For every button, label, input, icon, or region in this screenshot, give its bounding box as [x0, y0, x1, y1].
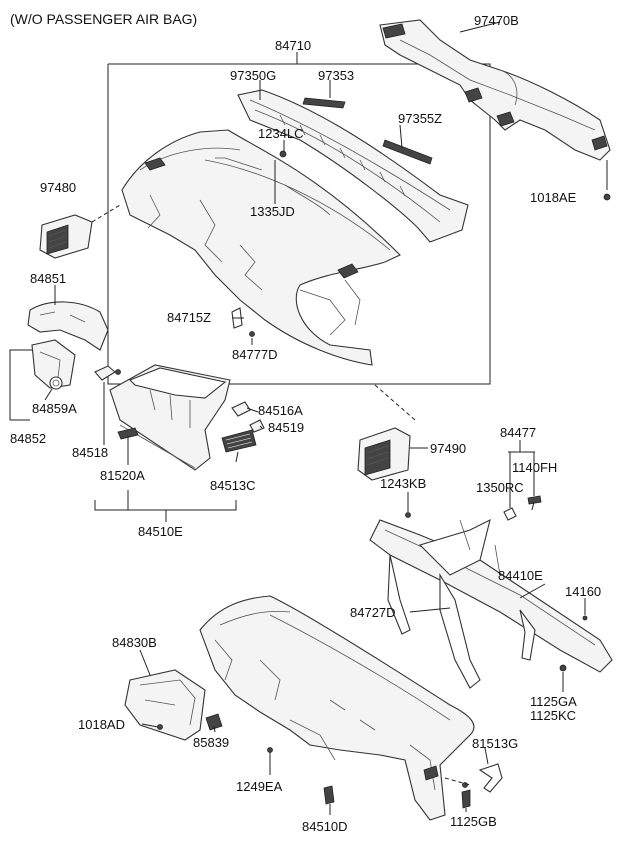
diagram-title: (W/O PASSENGER AIR BAG): [10, 11, 197, 27]
label-81520A: 81520A: [100, 468, 145, 483]
lower-panel-84830B[interactable]: [124, 669, 206, 741]
screw-1234LC[interactable]: [279, 150, 287, 158]
label-84516A: 84516A: [258, 403, 303, 418]
glove-box-pad-84519[interactable]: [249, 419, 265, 433]
label-1125KC: 1125KC: [530, 708, 576, 723]
label-97355Z: 97355Z: [398, 111, 442, 126]
label-1140FH: 1140FH: [512, 460, 557, 475]
label-1125GB: 1125GB: [450, 814, 497, 829]
bracket-85839[interactable]: [205, 713, 223, 731]
lower-cover-84851[interactable]: [27, 301, 109, 351]
glove-box-striker-84516A[interactable]: [231, 401, 251, 417]
label-84519: 84519: [268, 420, 304, 435]
label-84710: 84710: [275, 38, 311, 53]
label-84715Z: 84715Z: [167, 310, 211, 325]
glove-box-label-84513C[interactable]: [221, 429, 257, 453]
label-84727D: 84727D: [350, 605, 396, 620]
label-1350RC: 1350RC: [476, 480, 524, 495]
label-1125GA: 1125GA: [530, 694, 577, 709]
label-84852: 84852: [10, 431, 46, 446]
label-84859A: 84859A: [32, 401, 77, 416]
hood-release-81513G[interactable]: [461, 763, 503, 809]
label-97480: 97480: [40, 180, 76, 195]
clip-84510D[interactable]: [323, 785, 335, 805]
glove-box[interactable]: [109, 364, 231, 471]
cowl-cross-bar[interactable]: [369, 512, 613, 689]
label-85839: 85839: [193, 735, 229, 750]
side-air-duct[interactable]: [379, 19, 611, 161]
side-air-vent-left[interactable]: [39, 214, 93, 259]
label-81513G: 81513G: [472, 736, 518, 751]
bracket-84852[interactable]: [31, 339, 76, 390]
screw-1249EA[interactable]: [267, 747, 273, 763]
upper-assembly-frame: [107, 52, 491, 385]
label-1335JD: 1335JD: [250, 204, 295, 219]
clip-84518[interactable]: [94, 365, 121, 381]
label-84510E: 84510E: [138, 524, 183, 539]
label-84851: 84851: [30, 271, 66, 286]
part-labels: 84710 97470B 97350G 97353 97355Z 1234LC …: [10, 13, 601, 834]
label-84777D: 84777D: [232, 347, 278, 362]
leader-lines: [9, 21, 608, 815]
center-air-vent[interactable]: [357, 427, 411, 481]
label-84510D: 84510D: [302, 819, 348, 834]
crash-pad-lower[interactable]: [199, 595, 475, 821]
label-1234LC: 1234LC: [258, 126, 304, 141]
label-97490: 97490: [430, 441, 466, 456]
screw-1018AE[interactable]: [603, 193, 611, 201]
label-1249EA: 1249EA: [236, 779, 283, 794]
label-84410E: 84410E: [498, 568, 543, 583]
label-1018AD: 1018AD: [78, 717, 125, 732]
label-97350G: 97350G: [230, 68, 276, 83]
label-84513C: 84513C: [210, 478, 256, 493]
label-84830B: 84830B: [112, 635, 157, 650]
label-84477: 84477: [500, 425, 536, 440]
fasteners-84477[interactable]: [503, 495, 542, 521]
label-1018AE: 1018AE: [530, 190, 577, 205]
label-1243KB: 1243KB: [380, 476, 426, 491]
crash-pad-upper[interactable]: [121, 129, 401, 366]
label-97353: 97353: [318, 68, 354, 83]
label-84518: 84518: [72, 445, 108, 460]
label-14160: 14160: [565, 584, 601, 599]
screw-84777D[interactable]: [249, 331, 255, 337]
label-97470B: 97470B: [474, 13, 519, 28]
defroster-nozzle[interactable]: [237, 89, 469, 243]
